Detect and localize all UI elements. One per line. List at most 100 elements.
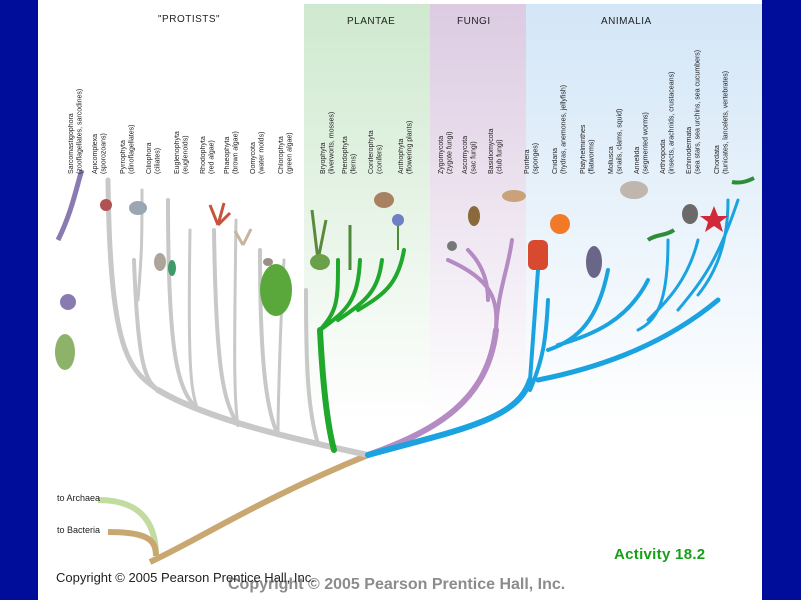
water-mold-icon [263,258,273,266]
taxon-name: Coniferophyta [368,130,375,174]
taxon-note: (dinoflagellates) [128,124,136,174]
kingdom-label-animalia: ANIMALIA [601,16,652,27]
taxon-name: Chlorophyta [278,136,285,174]
bacteria-branch [107,529,159,557]
taxon-label: Phaeophyta(brown algae) [224,0,248,174]
taxon-note: (brown algae) [232,131,240,174]
arthropod-icon [682,204,698,224]
sporozoan-icon [100,199,112,211]
slide: "PROTISTS" PLANTAE FUNGI ANIMALIA Sarcom… [38,0,762,600]
sponge-icon [528,240,548,270]
green-algae-icon [260,264,292,316]
euglena-icon [168,260,176,276]
radiolarian-icon [60,294,76,310]
taxon-note: (sac fungi) [470,141,478,174]
taxon-note: (insects, arachnids, crustaceans) [668,71,676,174]
taxon-label: Pyrrophyta(dinoflagellates) [120,0,144,174]
taxon-name: Ciliophora [146,142,153,174]
taxon-note: (conifers) [376,144,384,174]
taxon-name: Platyhelminthes [580,124,587,174]
taxon-note: (segmented worms) [642,112,650,174]
taxon-label: Apicomplexa(sporozoans) [92,0,116,174]
taxon-name: Sarcomastigophora [68,113,75,174]
taxon-label: Annelida(segmented worms) [634,0,658,174]
taxon-note: (snails, clams, squid) [616,108,624,174]
taxon-name: Pterdophyta [342,136,349,174]
morel-icon [468,206,480,226]
taxon-note: (water molds) [258,131,266,174]
red-algae-icon [208,202,232,227]
taxon-name: Mollusca [608,146,615,174]
taxon-label: Anthophyta(flowering plants) [398,0,422,174]
chordate-icon [731,176,755,185]
taxon-name: Anthophyta [398,138,405,174]
organism-illustrations [55,169,755,370]
plantae-panel [304,4,430,424]
brown-algae-icon [233,228,253,246]
anemone-icon [550,214,570,234]
taxon-label: Rhodophyta(red algae) [200,0,224,174]
taxon-label: Porifera(sponges) [524,0,548,174]
taxon-note: (zygote fungi) [446,131,454,174]
taxon-label: Ciliophora(ciliates) [146,0,170,174]
archaea-branch [97,497,159,557]
taxon-note: (flatworms) [588,139,596,174]
flagellate-icon [55,169,85,242]
ciliate-icon [154,253,166,271]
taxon-note: (green algae) [286,132,294,174]
amoeba-icon [55,334,75,370]
taxon-label: Oomycota(water molds) [250,0,274,174]
taxon-label: Bryophyta(liverworts, mosses) [320,0,344,174]
taxon-label: Zygomycota(zygote fungi) [438,0,462,174]
taxon-label: Echinodermata(sea stars, sea urchins, se… [686,0,710,174]
phylogenetic-tree [55,4,762,565]
taxon-note: (sponges) [532,142,540,174]
dinoflagellate-icon [129,201,147,215]
taxon-label: Chordata(tunicates, lancelets, vertebrat… [714,0,738,174]
taxon-name: Pyrrophyta [120,140,127,174]
annelid-icon [646,228,676,242]
mushroom-icon [502,190,526,202]
taxon-name: Phaeophyta [224,136,231,174]
to-bacteria-label: to Bacteria [57,525,101,535]
taxon-note: (flowering plants) [406,120,414,174]
taxon-note: (liverworts, mosses) [328,111,336,174]
taxon-name: Echinodermata [686,126,693,174]
taxon-note: (club fungi) [496,139,504,174]
taxon-name: Rhodophyta [200,136,207,174]
taxon-note: (ferns) [350,153,358,174]
plant-branches [317,248,406,453]
taxon-name: Porifera [524,149,531,174]
taxon-label: Pterdophyta(ferns) [342,0,366,174]
taxon-note: (sporozoans) [100,133,108,174]
copyright-watermark: Copyright © 2005 Pearson Prentice Hall, … [228,576,566,593]
kingdom-label-protists: "PROTISTS" [158,14,221,25]
taxon-label: Chlorophyta(green algae) [278,0,302,174]
taxon-note: (sea stars, sea urchins, sea cucumbers) [694,49,702,174]
animal-branches [365,198,740,458]
taxon-label: Ascomycota(sac fungi) [462,0,486,174]
taxon-label: Platyhelminthes(flatworms) [580,0,604,174]
taxon-label: Coniferophyta(conifers) [368,0,392,174]
conifer-icon [374,192,394,208]
taxon-note: (zooflagellates, sarcodines) [76,88,84,174]
flatworm-icon [586,246,602,278]
taxon-name: Apicomplexa [92,133,99,174]
sea-star-icon [700,206,728,232]
taxon-label: Arthropoda(insects, arachnids, crustacea… [660,0,684,174]
taxon-name: Arthropoda [660,139,667,174]
root-trunk [148,452,370,565]
taxon-name: Zygomycota [438,135,445,174]
taxon-name: Cnidaria [552,147,559,174]
taxon-label: Sarcomastigophora(zooflagellates, sarcod… [68,0,92,174]
taxon-note: (ciliates) [154,147,162,174]
taxon-note: (hydras, anemones, jellyfish) [560,84,568,174]
taxon-note: (euglenoids) [182,135,190,174]
kingdom-label-fungi: FUNGI [457,16,491,27]
taxon-label: Basidiomycota(club fungi) [488,0,512,174]
taxon-name: Chordata [714,145,721,174]
taxon-note: (tunicates, lancelets, vertebrates) [722,70,730,174]
liverwort-icon [310,254,330,270]
flower-head-icon [392,214,404,226]
taxon-name: Basidiomycota [488,128,495,174]
